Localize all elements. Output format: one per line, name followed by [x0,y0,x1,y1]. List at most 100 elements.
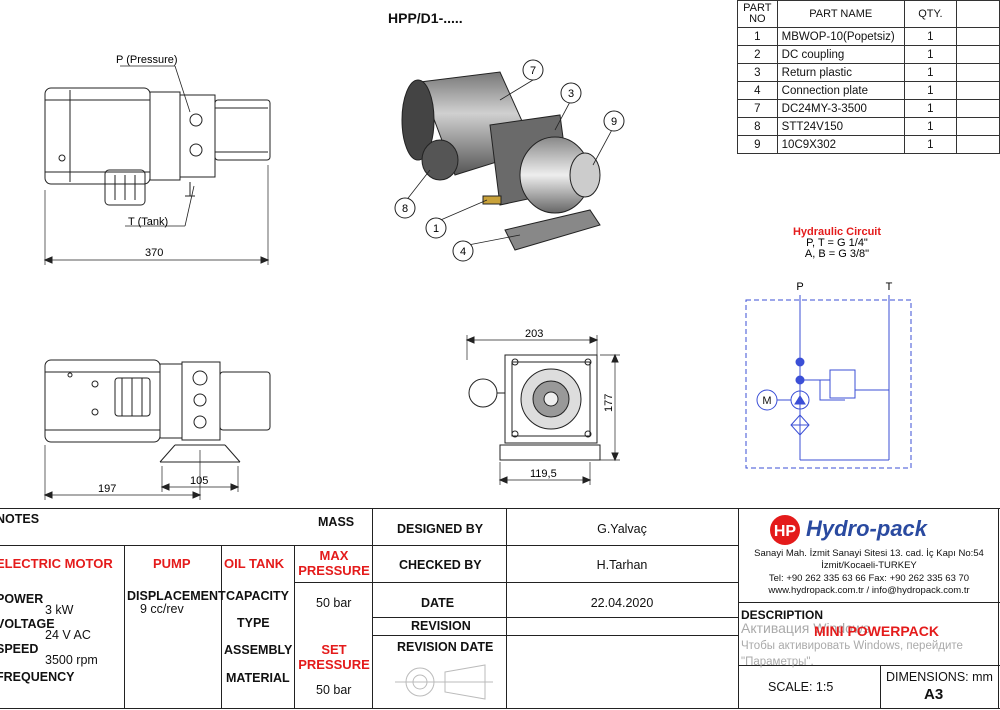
hydraulic-line2: A, B = G 3/8" [805,248,869,260]
dim-370: 370 [145,247,163,259]
isometric-view [401,71,601,251]
set-pressure-value: 50 bar [316,683,352,697]
description-value: MINI POWERPACK [814,623,939,639]
power-value: 3 kW [45,603,74,617]
logo-mark-icon: HP [770,515,800,545]
checked-by-value: H.Tarhan [596,558,648,572]
part-qty-cell: 1 [903,63,957,82]
dimensions-unit: DIMENSIONS: mm [886,670,993,684]
checked-by-label: CHECKED BY [399,558,482,572]
part-name-cell: Return plastic [776,63,905,82]
thermostat [104,169,146,206]
balloon-number: 7 [530,65,536,77]
designed-by-value: G.Yalvaç [597,522,647,536]
drawing-title: HPP/D1-..... [388,10,463,26]
revision-label: REVISION [411,619,471,633]
watermark-line3: "Параметры". [741,656,814,668]
part-name-cell: 10C9X302 [776,135,905,154]
displacement-label: DISPLACEMENT [127,589,226,603]
hydraulic-title: Hydraulic Circuit [793,226,881,238]
scale-value: SCALE: 1:5 [768,680,834,694]
date-value: 22.04.2020 [590,596,654,610]
capacity-label: CAPACITY [226,589,289,603]
front-view [465,335,620,485]
part-extra-cell [955,135,1000,154]
oil-tank-header: OIL TANK [224,556,285,571]
pressure-label: P (Pressure) [116,54,178,66]
date-label: DATE [421,596,455,610]
header-extra [955,0,1000,28]
dim-197: 197 [98,483,116,495]
type-label: TYPE [237,616,270,630]
tank-label: T (Tank) [128,216,168,228]
balloon-circle [522,59,544,81]
electric-motor-header: ELECTRIC MOTOR [0,556,113,571]
side-view [43,65,271,265]
set-pressure-header: SET PRESSURE [298,642,370,672]
hydraulic-line1: P, T = G 1/4" [806,237,868,249]
circuit-boundary [745,299,912,469]
front-outline [504,354,598,444]
header-qty: QTY. [903,0,957,28]
header-part-name: PART NAME [776,0,905,28]
iso-foot [504,209,601,251]
part-no-cell: 9 [737,135,778,154]
address-line2: İzmit/Kocaeli-TURKEY [821,560,917,571]
phone-fax: Tel: +90 262 335 63 66 Fax: +90 262 335 … [768,573,970,584]
dim-119-5: 119,5 [530,468,557,480]
balloon-number: 3 [568,88,574,100]
watermark-line2: Чтобы активировать Windows, перейдите [741,640,963,652]
svg-text:HP: HP [774,523,797,540]
dim-105: 105 [190,475,208,487]
port-p-label: P [796,281,803,293]
filter-symbol [790,414,810,436]
designed-by-label: DESIGNED BY [397,522,484,536]
balloon-number: 8 [402,203,408,215]
notes-label: NOTES [0,512,40,526]
balloon-circle [603,110,625,132]
description-label: DESCRIPTION [741,608,824,622]
company-name: Hydro-pack [806,516,928,541]
max-pressure-header: MAX PRESSURE [298,548,370,578]
motor-symbol-label: M [762,395,771,407]
voltage-label: VOLTAGE [0,617,55,631]
drawing-canvas: P (Pressure) T (Tank) 370 197 105 [43,54,912,500]
dim-177: 177 [603,394,615,412]
port-t-label: T [886,281,893,293]
max-pressure-value: 50 bar [316,596,352,610]
balloon-number: 1 [433,223,439,235]
valve-block [179,94,216,178]
company-logo: HP [768,513,808,552]
balloon-circle [560,82,582,104]
watermark-line1: Активация Windows [741,620,871,636]
part-name-cell: Connection plate [776,81,905,100]
address-line1: Sanayi Mah. İzmit Sanayi Sitesi 13. cad.… [754,548,984,559]
header-part-no: PART NO [737,0,778,28]
pump-body [214,99,271,161]
iso-thermostat [421,139,459,181]
frequency-label: FREQUENCY [0,670,75,684]
mass-label: MASS [318,515,355,529]
balloon-circle [394,197,416,219]
web-email: www.hydropack.com.tr / info@hydropack.co… [768,585,970,596]
balloon-circle [452,240,474,262]
balloon-circle [425,217,447,239]
dim-203: 203 [525,328,543,340]
balloon-number: 9 [611,116,617,128]
iso-leaders [404,79,615,247]
projection-symbol [395,664,493,700]
top-view [43,359,271,500]
material-label: MATERIAL [226,671,290,685]
assembly-label: ASSEMBLY [224,643,293,657]
power-label: POWER [0,592,44,606]
hydraulic-circuit [745,295,912,469]
speed-label: SPEED [0,642,39,656]
part-qty-cell: 1 [903,27,957,46]
